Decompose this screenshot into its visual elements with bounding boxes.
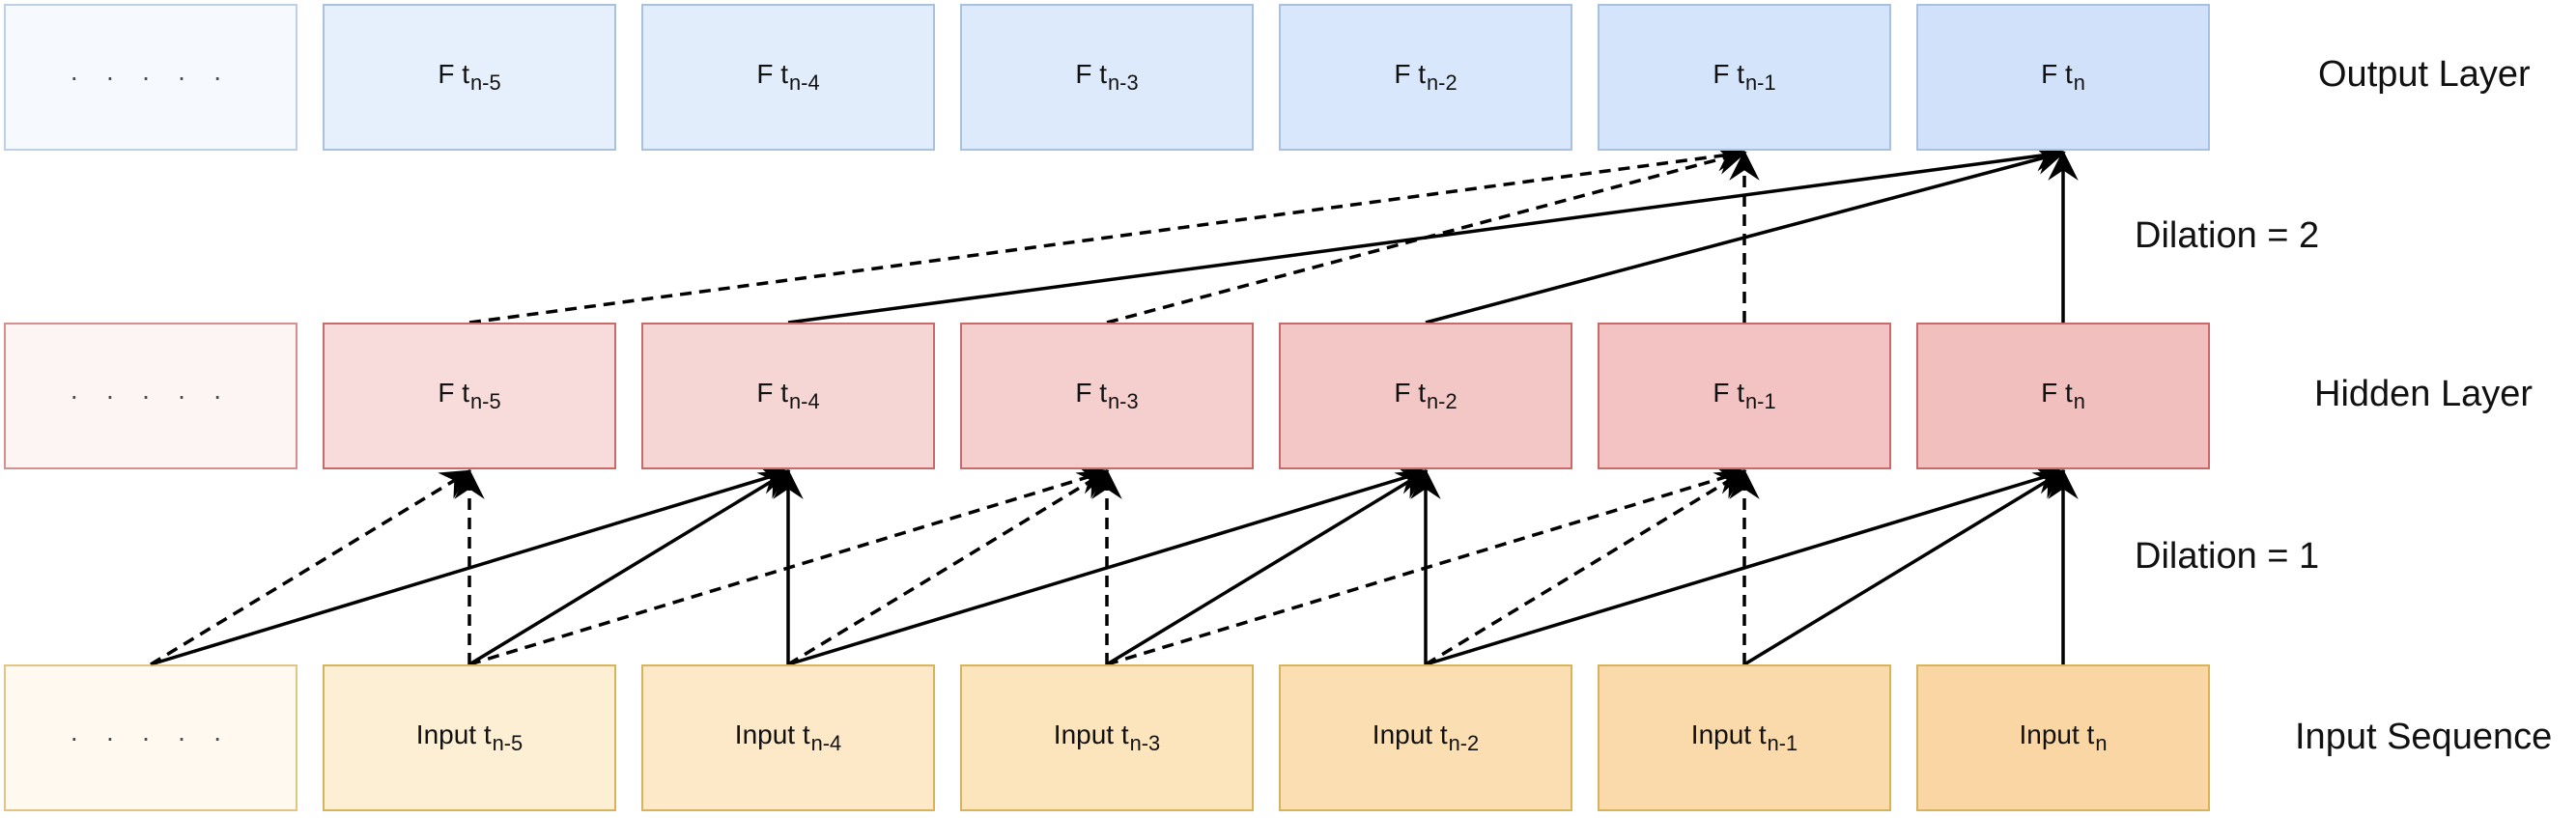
- output-node-label: F tn-4: [756, 58, 820, 96]
- input-node-label: · · · · ·: [70, 722, 232, 752]
- output-node-5: F tn-1: [1598, 4, 1891, 151]
- input-to-hidden-edge-dashed: [787, 469, 1110, 666]
- input-to-hidden-edge-dashed: [150, 469, 472, 666]
- hidden-node-5: F tn-1: [1598, 323, 1891, 469]
- hidden-node-label: F tn-2: [1394, 377, 1458, 414]
- input-node-6: Input tn: [1916, 664, 2210, 811]
- output-node-label: F tn-1: [1713, 58, 1776, 96]
- input-to-hidden-edge-solid: [1106, 469, 1429, 666]
- hidden-node-0: · · · · ·: [4, 323, 297, 469]
- hidden-node-label: F tn-1: [1713, 377, 1776, 414]
- hidden-node-3: F tn-3: [960, 323, 1254, 469]
- hidden-node-label: F tn-5: [438, 377, 501, 414]
- input-node-1: Input tn-5: [323, 664, 616, 811]
- hidden-to-output-edge-dashed: [1106, 145, 1747, 324]
- output-node-label: F tn-3: [1075, 58, 1139, 96]
- output-node-6: F tn: [1916, 4, 2210, 151]
- input-node-label: Input tn-2: [1372, 719, 1480, 756]
- hidden-to-output-edge-dashed: [468, 141, 1747, 324]
- hidden-node-6: F tn: [1916, 323, 2210, 469]
- dilation-1-label: Dilation = 1: [2135, 536, 2320, 577]
- output-node-2: F tn-4: [641, 4, 935, 151]
- input-node-label: Input tn-4: [734, 719, 842, 756]
- hidden-node-1: F tn-5: [323, 323, 616, 469]
- input-node-2: Input tn-4: [641, 664, 935, 811]
- input-to-hidden-edge-solid: [1743, 469, 2066, 666]
- output-node-3: F tn-3: [960, 4, 1254, 151]
- input-to-hidden-edge-dashed: [1425, 469, 1747, 666]
- hidden-node-label: · · · · ·: [70, 381, 232, 410]
- output-node-label: F tn: [2041, 58, 2085, 96]
- output-node-0: · · · · ·: [4, 4, 297, 151]
- input-node-0: · · · · ·: [4, 664, 297, 811]
- input-sequence-label: Input Sequence: [2295, 717, 2553, 757]
- hidden-node-4: F tn-2: [1279, 323, 1572, 469]
- input-node-3: Input tn-3: [960, 664, 1254, 811]
- input-node-label: Input tn-3: [1053, 719, 1161, 756]
- output-layer-label: Output Layer: [2318, 54, 2531, 95]
- output-node-1: F tn-5: [323, 4, 616, 151]
- output-node-4: F tn-2: [1279, 4, 1572, 151]
- input-node-label: Input tn-1: [1690, 719, 1798, 756]
- hidden-node-2: F tn-4: [641, 323, 935, 469]
- output-node-label: F tn-5: [438, 58, 501, 96]
- hidden-layer-label: Hidden Layer: [2314, 374, 2534, 414]
- input-node-4: Input tn-2: [1279, 664, 1572, 811]
- output-node-label: · · · · ·: [70, 62, 232, 92]
- hidden-node-label: F tn-3: [1075, 377, 1139, 414]
- hidden-node-label: F tn: [2041, 377, 2085, 414]
- input-node-5: Input tn-1: [1598, 664, 1891, 811]
- input-to-hidden-edge-solid: [468, 469, 791, 666]
- dilation-2-label: Dilation = 2: [2135, 215, 2320, 256]
- hidden-node-label: F tn-4: [756, 377, 820, 414]
- input-node-label: Input tn: [2019, 719, 2108, 756]
- output-node-label: F tn-2: [1394, 58, 1458, 96]
- input-node-label: Input tn-5: [415, 719, 524, 756]
